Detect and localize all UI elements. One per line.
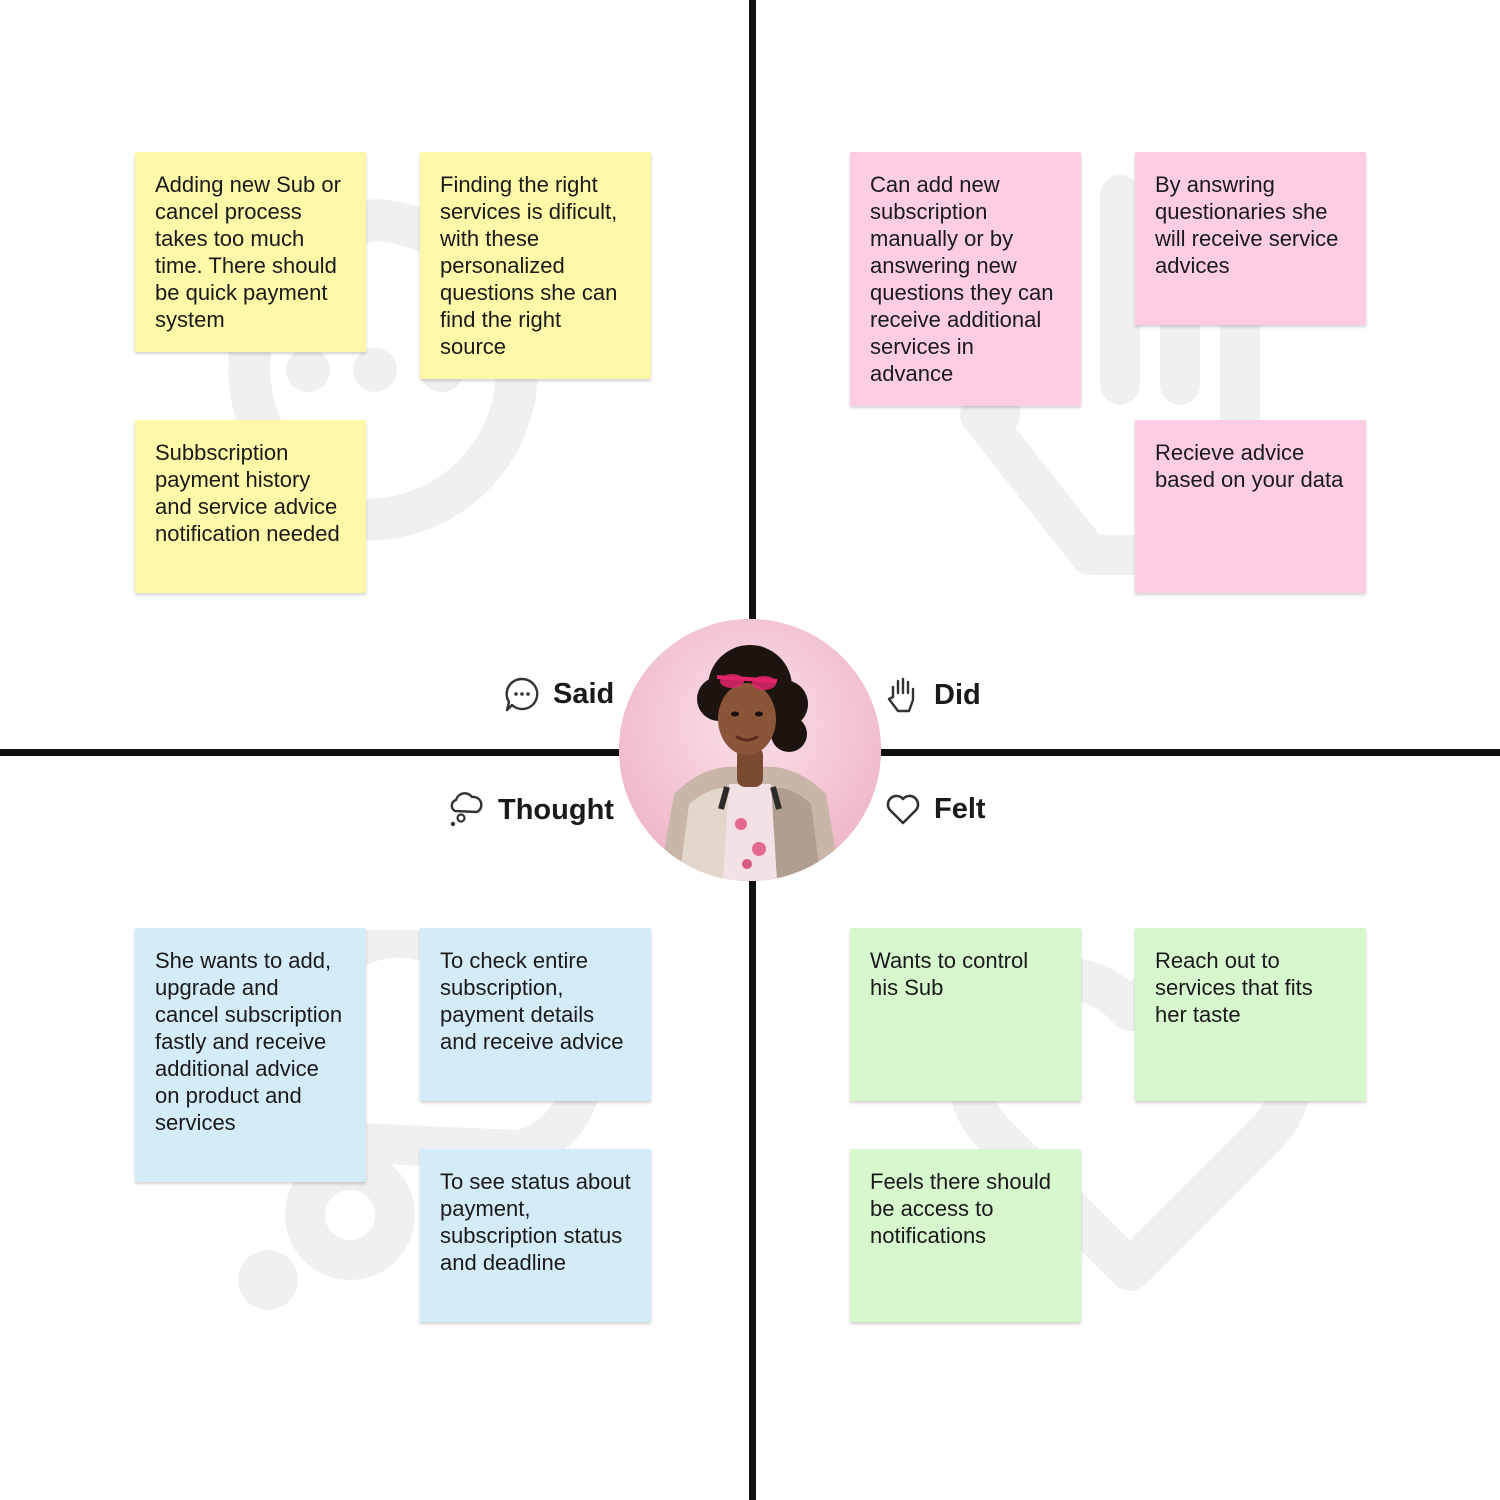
thought-label-text: Thought (498, 793, 614, 826)
did-label: Did (884, 675, 981, 715)
thought-note[interactable]: To see status about payment, subscriptio… (420, 1149, 651, 1322)
thought-label: Thought (446, 790, 614, 830)
speech-bubble-icon (503, 675, 541, 713)
thought-note[interactable]: She wants to add, upgrade and cancel sub… (135, 928, 366, 1182)
thought-cloud-icon (446, 790, 486, 830)
persona-avatar (619, 619, 881, 881)
hand-icon (884, 675, 922, 715)
said-label: Said (503, 675, 614, 713)
did-note[interactable]: Recieve advice based on your data (1135, 420, 1366, 593)
did-label-text: Did (934, 678, 981, 711)
felt-note[interactable]: Reach out to services that fits her tast… (1135, 928, 1366, 1101)
heart-icon (884, 790, 922, 828)
felt-note[interactable]: Feels there should be access to notifica… (850, 1149, 1081, 1322)
said-label-text: Said (553, 677, 615, 710)
said-note[interactable]: Finding the right services is dificult, … (420, 152, 651, 379)
thought-note[interactable]: To check entire subscription, payment de… (420, 928, 651, 1101)
said-note[interactable]: Adding new Sub or cancel process takes t… (135, 152, 366, 352)
felt-label-text: Felt (934, 792, 986, 825)
did-note[interactable]: Can add new subscription manually or by … (850, 152, 1081, 406)
felt-label: Felt (884, 790, 986, 828)
did-note[interactable]: By answring questionaries she will recei… (1135, 152, 1366, 325)
felt-note[interactable]: Wants to control his Sub (850, 928, 1081, 1101)
said-note[interactable]: Subbscription payment history and servic… (135, 420, 366, 593)
